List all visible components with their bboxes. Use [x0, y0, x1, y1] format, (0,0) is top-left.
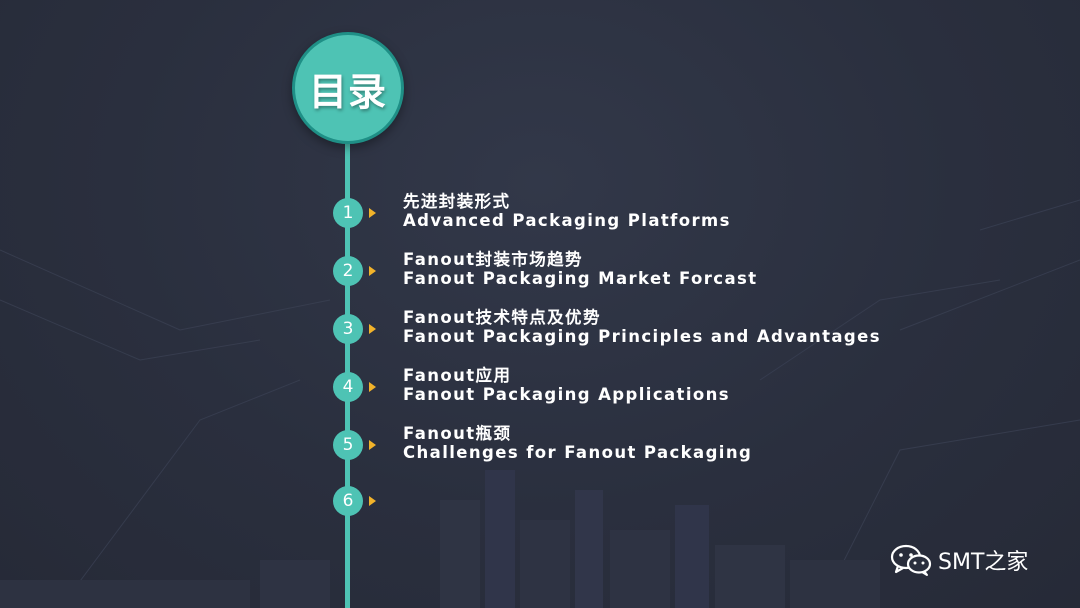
toc-item-title-cn: Fanout技术特点及优势	[403, 308, 601, 327]
toc-item-title-cn: Fanout封装市场趋势	[403, 250, 583, 269]
arrow-right-icon	[369, 324, 376, 334]
toc-item-text: 先进封装形式 Advanced Packaging Platforms	[403, 192, 731, 230]
toc-item-title-cn: Fanout瓶颈	[403, 424, 512, 443]
watermark: SMT之家	[890, 540, 1028, 580]
arrow-right-icon	[369, 440, 376, 450]
toc-item-6[interactable]: 6	[0, 478, 1080, 530]
title-circle: 目录	[292, 32, 404, 144]
arrow-right-icon	[369, 208, 376, 218]
toc-item-5[interactable]: 5 Fanout瓶颈 Challenges for Fanout Packagi…	[0, 420, 1080, 472]
item-number-badge: 2	[333, 256, 363, 286]
toc-item-title-en: Fanout Packaging Market Forcast	[403, 269, 758, 288]
wechat-icon	[890, 544, 932, 576]
toc-item-title-en: Fanout Packaging Applications	[403, 385, 731, 404]
toc-item-text: Fanout封装市场趋势 Fanout Packaging Market For…	[403, 250, 757, 288]
item-number-badge: 4	[333, 372, 363, 402]
arrow-right-icon	[369, 266, 376, 276]
arrow-right-icon	[369, 382, 376, 392]
toc-item-3[interactable]: 3 Fanout技术特点及优势 Fanout Packaging Princip…	[0, 304, 1080, 356]
item-number-badge: 1	[333, 198, 363, 228]
toc-item-text: Fanout瓶颈 Challenges for Fanout Packaging	[403, 424, 752, 462]
item-number-badge: 3	[333, 314, 363, 344]
slide-title: 目录	[308, 69, 387, 114]
item-number-badge: 5	[333, 430, 363, 460]
toc-item-title-en: Fanout Packaging Principles and Advantag…	[403, 327, 881, 346]
watermark-text: SMT之家	[938, 550, 1029, 575]
toc-item-text: Fanout应用 Fanout Packaging Applications	[403, 366, 730, 404]
timeline-line	[345, 120, 350, 608]
toc-item-2[interactable]: 2 Fanout封装市场趋势 Fanout Packaging Market F…	[0, 246, 1080, 298]
toc-item-title-en: Advanced Packaging Platforms	[403, 211, 731, 230]
toc-item-text: Fanout技术特点及优势 Fanout Packaging Principle…	[403, 308, 881, 346]
toc-item-title-en: Challenges for Fanout Packaging	[403, 443, 753, 462]
toc-item-title-cn: Fanout应用	[403, 366, 512, 385]
toc-item-4[interactable]: 4 Fanout应用 Fanout Packaging Applications	[0, 362, 1080, 414]
toc-item-title-cn: 先进封装形式	[403, 192, 511, 211]
arrow-right-icon	[369, 496, 376, 506]
item-number-badge: 6	[333, 486, 363, 516]
toc-item-1[interactable]: 1 先进封装形式 Advanced Packaging Platforms	[0, 188, 1080, 240]
